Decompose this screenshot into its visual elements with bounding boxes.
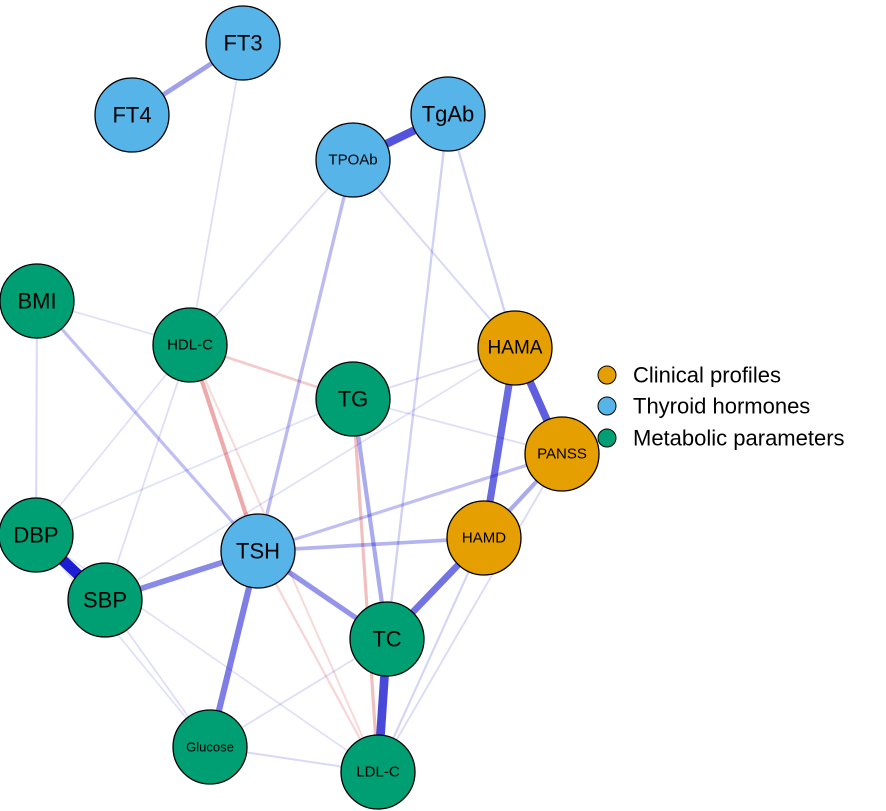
node-label-hama: HAMA bbox=[488, 338, 543, 359]
node-label-ft4: FT4 bbox=[112, 103, 151, 128]
node-circle-ft3 bbox=[205, 5, 281, 81]
node-label-bmi: BMI bbox=[17, 289, 56, 314]
node-circle-hdl-c bbox=[152, 307, 228, 383]
node-tpoab[interactable]: TPOAb bbox=[315, 122, 391, 198]
node-circle-dbp bbox=[0, 497, 74, 573]
node-circle-tsh bbox=[220, 513, 296, 589]
edge-tpoab-hama bbox=[352, 159, 516, 349]
legend-label-thyroid: Thyroid hormones bbox=[633, 394, 810, 419]
node-label-glucose: Glucose bbox=[186, 740, 234, 755]
node-label-tg: TG bbox=[338, 387, 369, 412]
edge-hdl-c-dbp bbox=[35, 344, 191, 536]
node-sbp[interactable]: SBP bbox=[67, 562, 143, 638]
node-label-sbp: SBP bbox=[83, 588, 127, 613]
node-label-tc: TC bbox=[372, 627, 401, 652]
edge-panss-ldl-c bbox=[377, 453, 563, 773]
edge-tgab-tc bbox=[385, 112, 450, 641]
legend-swatch-thyroid bbox=[597, 396, 617, 416]
edge-tpoab-hdl-c bbox=[189, 159, 354, 346]
node-label-hdl-c: HDL-C bbox=[167, 337, 213, 354]
legend-swatch-clinical bbox=[597, 365, 617, 385]
legend-label-metabolic: Metabolic parameters bbox=[633, 426, 845, 451]
edge-dbp-glucose bbox=[35, 534, 211, 748]
node-circle-hama bbox=[477, 310, 553, 386]
node-circle-panss bbox=[524, 416, 600, 492]
node-circle-ft4 bbox=[94, 77, 170, 153]
node-hdl-c[interactable]: HDL-C bbox=[152, 307, 228, 383]
node-circle-bmi bbox=[0, 263, 75, 339]
node-ldl-c[interactable]: LDL-C bbox=[340, 734, 416, 810]
legend-label-clinical: Clinical profiles bbox=[633, 363, 781, 388]
legend: Clinical profiles Thyroid hormones Metab… bbox=[597, 363, 845, 451]
node-label-tgab: TgAb bbox=[422, 102, 475, 127]
edge-hama-sbp bbox=[104, 347, 516, 601]
edge-tsh-tpoab bbox=[256, 158, 355, 553]
edge-bmi-dbp bbox=[35, 300, 38, 536]
node-bmi[interactable]: BMI bbox=[0, 263, 75, 339]
node-ft4[interactable]: FT4 bbox=[94, 77, 170, 153]
edge-tsh-panss bbox=[256, 452, 564, 553]
node-hamd[interactable]: HAMD bbox=[446, 500, 522, 576]
node-label-hamd: HAMD bbox=[462, 530, 506, 547]
node-circle-glucose bbox=[172, 709, 248, 785]
node-tsh[interactable]: TSH bbox=[220, 513, 296, 589]
node-circle-tg bbox=[315, 361, 391, 437]
node-tg[interactable]: TG bbox=[315, 361, 391, 437]
edge-tgab-hama bbox=[446, 112, 517, 350]
node-circle-sbp bbox=[67, 562, 143, 638]
edge-hamd-ldl-c bbox=[376, 536, 486, 774]
legend-item-clinical: Clinical profiles bbox=[597, 363, 781, 388]
edge-ft3-hdl-c bbox=[189, 42, 244, 346]
node-label-dbp: DBP bbox=[13, 523, 58, 548]
legend-swatch-metabolic bbox=[597, 428, 617, 448]
node-circle-hamd bbox=[446, 500, 522, 576]
edge-tg-ldl-c bbox=[351, 397, 380, 774]
node-ft3[interactable]: FT3 bbox=[205, 5, 281, 81]
node-label-tsh: TSH bbox=[236, 539, 280, 564]
node-tc[interactable]: TC bbox=[349, 601, 425, 677]
node-circle-tc bbox=[349, 601, 425, 677]
edge-tg-dbp bbox=[35, 398, 354, 536]
node-circle-ldl-c bbox=[340, 734, 416, 810]
node-label-panss: PANSS bbox=[537, 446, 587, 463]
node-glucose[interactable]: Glucose bbox=[172, 709, 248, 785]
node-label-ldl-c: LDL-C bbox=[356, 764, 400, 781]
edge-hdl-c-sbp bbox=[104, 344, 191, 601]
legend-item-metabolic: Metabolic parameters bbox=[597, 426, 845, 451]
edge-tsh-hamd bbox=[256, 536, 486, 553]
legend-item-thyroid: Thyroid hormones bbox=[597, 394, 810, 419]
node-dbp[interactable]: DBP bbox=[0, 497, 74, 573]
node-label-ft3: FT3 bbox=[223, 31, 262, 56]
edge-tg-tc bbox=[350, 396, 390, 642]
node-circle-tgab bbox=[410, 76, 486, 152]
edge-tsh-ldl-c bbox=[256, 549, 380, 774]
edge-tsh-bmi bbox=[35, 299, 260, 553]
node-circle-tpoab bbox=[315, 122, 391, 198]
edge-layer bbox=[30, 40, 566, 777]
node-label-tpoab: TPOAb bbox=[328, 152, 377, 169]
node-hama[interactable]: HAMA bbox=[477, 310, 553, 386]
node-tgab[interactable]: TgAb bbox=[410, 76, 486, 152]
node-panss[interactable]: PANSS bbox=[524, 416, 600, 492]
